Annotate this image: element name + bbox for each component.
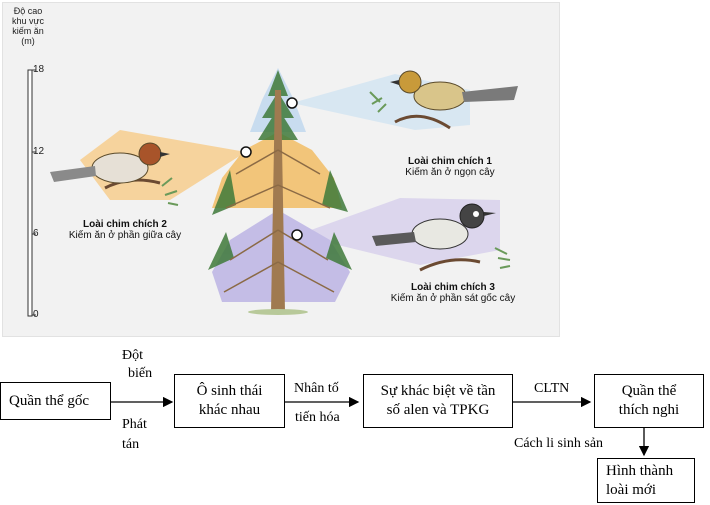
label-text: tán — [122, 437, 140, 452]
tick-label: 6 — [33, 228, 39, 239]
ground — [248, 309, 308, 315]
box-allele-difference: Sự khác biệt về tần số alen và TPKG — [363, 374, 513, 428]
bird-1-illustration — [369, 70, 518, 130]
tick-label: 0 — [33, 309, 39, 320]
box-text: Ô sinh thái — [196, 383, 263, 399]
label-mutation: Đột — [122, 348, 143, 364]
label-text: Nhân tố — [294, 381, 339, 396]
axis-title-line: (m) — [21, 36, 35, 46]
label-text: tiến hóa — [295, 410, 340, 425]
box-adapted-population: Quần thể thích nghi — [594, 374, 704, 428]
illustration — [50, 68, 518, 315]
label-mutation-2: biến — [128, 366, 152, 382]
bird-desc: Kiếm ăn ở ngọn cây — [405, 167, 495, 178]
box-text: Quần thể gốc — [9, 392, 89, 409]
height-scale — [27, 69, 36, 317]
box-text: Hình thành — [606, 462, 674, 479]
box-text: khác nhau — [198, 402, 261, 418]
label-migration: Phát tán — [122, 415, 147, 455]
label-text: Đột — [122, 348, 143, 363]
marker-bird-3 — [291, 229, 303, 241]
box-text: loài mới — [606, 481, 657, 498]
tick-label: 12 — [33, 146, 45, 157]
box-text: số alen và TPKG — [386, 402, 490, 418]
bird-desc: Kiếm ăn ở phần giữa cây — [68, 230, 182, 241]
label-text: Phát — [122, 417, 147, 432]
box-text: Quần thể — [621, 383, 677, 399]
axis-title: Độ cao khu vực kiếm ăn (m) — [6, 6, 50, 46]
bird-3-illustration — [372, 203, 511, 272]
box-new-species: Hình thành loài mới — [597, 458, 695, 503]
caption-bird-2: Loài chim chích 2 Kiếm ăn ở phần giữa câ… — [60, 219, 190, 241]
label-natural-selection: CLTN — [534, 381, 570, 396]
tree-trunk — [223, 90, 335, 312]
axis-title-line: kiếm ăn — [12, 26, 44, 36]
caption-bird-1: Loài chim chích 1 Kiếm ăn ở ngọn cây — [385, 156, 515, 178]
label-evolution-factor: Nhân tố — [294, 381, 339, 397]
bird-name: Loài chim chích 1 — [408, 156, 492, 167]
bird-2-illustration — [50, 142, 179, 206]
marker-bird-1 — [286, 97, 298, 109]
box-original-population: Quần thể gốc — [0, 382, 111, 420]
axis-title-line: Độ cao — [13, 6, 43, 16]
label-text: biến — [128, 366, 153, 381]
tick-label: 18 — [33, 64, 45, 75]
axis-title-line: khu vực — [11, 16, 45, 26]
box-different-niches: Ô sinh thái khác nhau — [174, 374, 285, 428]
bird-name: Loài chim chích 3 — [411, 282, 495, 293]
flow-arrows — [111, 396, 650, 457]
bird-name: Loài chim chích 2 — [83, 219, 167, 230]
caption-bird-3: Loài chim chích 3 Kiếm ăn ở phần sát gốc… — [383, 282, 523, 304]
marker-bird-2 — [240, 146, 252, 158]
box-text: Sự khác biệt về tần — [380, 383, 496, 399]
box-text: thích nghi — [618, 402, 680, 418]
bird-desc: Kiếm ăn ở phần sát gốc cây — [390, 293, 516, 304]
label-evolution-factor-2: tiến hóa — [295, 410, 340, 426]
label-reproductive-isolation: Cách li sinh sản — [514, 436, 604, 451]
